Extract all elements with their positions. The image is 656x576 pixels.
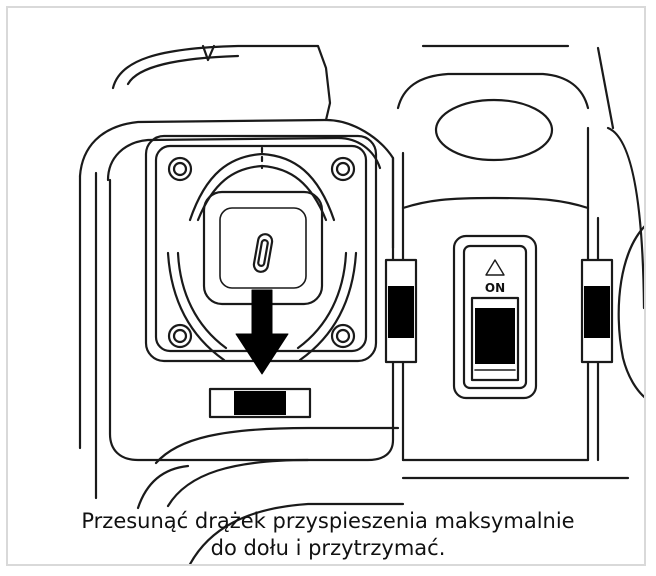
trim-indicator-vertical-left [384, 258, 418, 364]
controller-body-outline [78, 118, 395, 500]
caption-line-1: Przesunąć drążek przyspieszenia maksymal… [81, 509, 575, 533]
caption-line-2: do dołu i przytrzymać. [210, 536, 446, 560]
trim-indicator-vertical-right [580, 258, 614, 364]
switch-on-label: ON [485, 281, 505, 295]
controller-bottom-outline [136, 426, 405, 564]
switch-housing [396, 72, 644, 480]
instruction-caption: Przesunąć drążek przyspieszenia maksymal… [8, 508, 644, 564]
trim-indicator-horizontal [208, 387, 312, 419]
controller-illustration: ON [78, 44, 644, 564]
controller-top-outline [111, 44, 615, 130]
right-stick-outline [617, 225, 644, 399]
instruction-panel: ON Przesunąć drążek przyspieszenia maksy… [6, 6, 646, 566]
down-arrow-icon [235, 289, 289, 375]
power-switch [452, 234, 538, 400]
warning-triangle-icon [485, 259, 505, 276]
